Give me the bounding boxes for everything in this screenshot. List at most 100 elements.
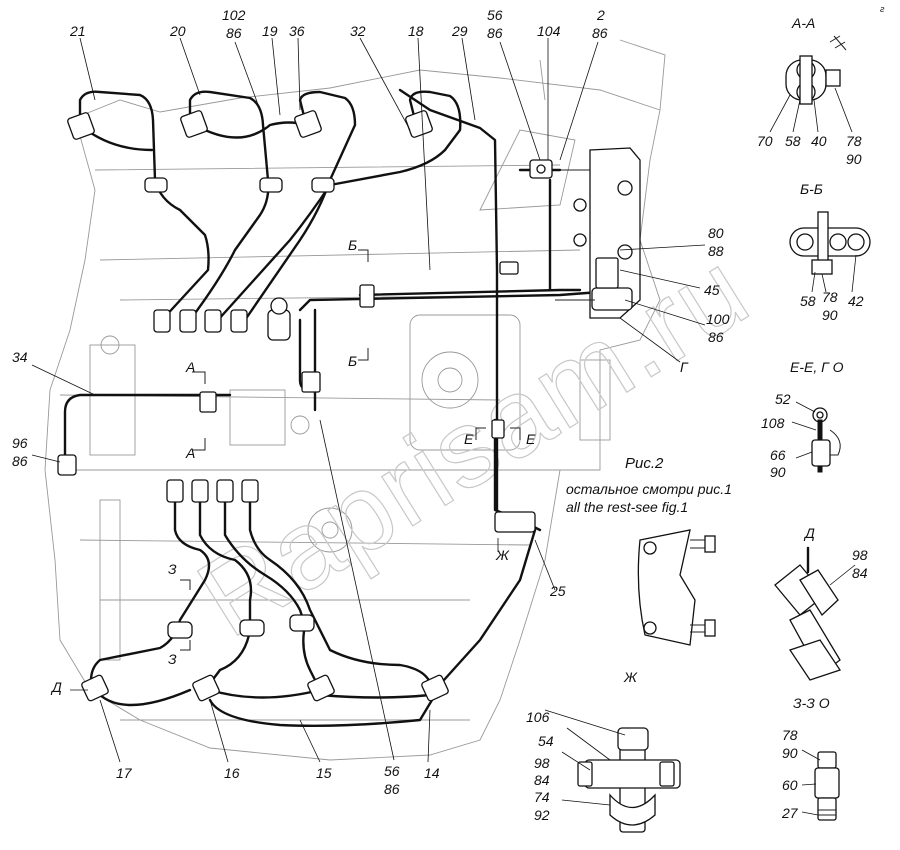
figure-note-ru: остальное смотри рис.1 bbox=[566, 481, 732, 497]
corner-mark: г bbox=[880, 4, 885, 14]
view-aa-label-58: 58 bbox=[785, 133, 801, 149]
label-29: 29 bbox=[451, 23, 468, 39]
label-86-a: 86 bbox=[226, 25, 242, 41]
view-aa-label-70: 70 bbox=[757, 133, 773, 149]
view-bb-label-78: 78 bbox=[822, 289, 838, 305]
left-labels: 34 96 86 Д bbox=[12, 349, 62, 695]
view-ee-label-108: 108 bbox=[761, 415, 785, 431]
section-b-top: Б bbox=[348, 237, 357, 253]
label-2: 2 bbox=[596, 7, 605, 23]
drain-fittings bbox=[57, 159, 553, 533]
label-34: 34 bbox=[12, 349, 28, 365]
view-bb-label-58: 58 bbox=[800, 293, 816, 309]
view-d: Д 98 84 bbox=[774, 525, 868, 681]
top-labels: 21 20 102 86 19 36 32 18 29 56 86 104 2 … bbox=[69, 7, 608, 41]
upper-injector-pipes bbox=[78, 90, 462, 322]
label-56: 56 bbox=[487, 7, 503, 23]
section-z-bottom: З bbox=[168, 651, 177, 667]
pump-outlet-nuts-lower bbox=[166, 479, 259, 503]
view-zh-label-74: 74 bbox=[534, 789, 550, 805]
view-aa-label-90: 90 bbox=[846, 151, 862, 167]
engine-block-outline bbox=[44, 39, 666, 761]
label-18: 18 bbox=[408, 23, 424, 39]
view-zz-label-27: 27 bbox=[781, 805, 799, 821]
label-14: 14 bbox=[424, 765, 440, 781]
lower-clamps bbox=[167, 614, 315, 639]
label-96: 96 bbox=[12, 435, 28, 451]
pump-outlet-nuts-upper bbox=[153, 297, 291, 341]
fuel-filter-bracket bbox=[555, 147, 641, 319]
section-e-left: Е bbox=[464, 431, 474, 447]
label-16: 16 bbox=[224, 765, 240, 781]
section-z-top: З bbox=[168, 561, 177, 577]
figure-caption: Рис.2 остальное смотри рис.1 all the res… bbox=[566, 455, 732, 515]
label-86-d: 86 bbox=[708, 329, 724, 345]
label-86-b: 86 bbox=[487, 25, 503, 41]
upper-clamps bbox=[144, 177, 335, 193]
view-aa: А-А 70 58 40 78 90 bbox=[757, 15, 862, 167]
view-aa-label-78: 78 bbox=[846, 133, 862, 149]
view-zz-label-90: 90 bbox=[782, 745, 798, 761]
label-86-f: 86 bbox=[384, 781, 400, 797]
label-g: Г bbox=[680, 359, 689, 375]
view-zh-label-106: 106 bbox=[526, 709, 550, 725]
label-104: 104 bbox=[537, 23, 561, 39]
label-25: 25 bbox=[549, 583, 566, 599]
view-ee: Е-Е, Г О 52 108 66 90 bbox=[761, 359, 844, 480]
section-a-bottom: А bbox=[185, 445, 195, 461]
view-zh-title: Ж bbox=[623, 669, 638, 685]
view-zh-label-98: 98 bbox=[534, 755, 550, 771]
section-markers bbox=[180, 249, 521, 651]
label-36: 36 bbox=[289, 23, 305, 39]
section-zh: Ж bbox=[495, 547, 510, 563]
view-ee-label-90: 90 bbox=[770, 464, 786, 480]
bottom-labels: 17 16 15 56 86 14 25 bbox=[116, 583, 566, 797]
section-a-top: А bbox=[185, 359, 195, 375]
lower-injectors bbox=[81, 674, 449, 702]
leader-lines bbox=[31, 37, 706, 763]
view-zh: Ж 106 54 98 84 74 92 bbox=[526, 669, 681, 833]
label-15: 15 bbox=[316, 765, 332, 781]
figure-note-en: all the rest-see fig.1 bbox=[566, 499, 688, 515]
section-e-right: Е bbox=[526, 431, 536, 447]
section-letters: Б Б А А Е Е З З Ж bbox=[168, 237, 536, 667]
view-d-label-84: 84 bbox=[852, 565, 868, 581]
view-bb-label-42: 42 bbox=[848, 293, 864, 309]
view-bb: Б-Б 58 78 90 42 bbox=[789, 181, 871, 323]
label-100: 100 bbox=[706, 311, 730, 327]
lower-injector-pipes bbox=[89, 493, 434, 728]
view-ee-label-52: 52 bbox=[775, 391, 791, 407]
label-21: 21 bbox=[69, 23, 86, 39]
view-zh-label-54: 54 bbox=[538, 733, 554, 749]
view-zh-label-84: 84 bbox=[534, 772, 550, 788]
figure-title: Рис.2 bbox=[625, 455, 664, 472]
label-88: 88 bbox=[708, 243, 724, 259]
view-aa-title: А-А bbox=[791, 15, 815, 31]
label-20: 20 bbox=[169, 23, 186, 39]
view-d-label-98: 98 bbox=[852, 547, 868, 563]
view-zz-label-60: 60 bbox=[782, 777, 798, 793]
label-86-e: 86 bbox=[12, 453, 28, 469]
label-56-b: 56 bbox=[384, 763, 400, 779]
view-d-title: Д bbox=[803, 525, 815, 541]
label-d: Д bbox=[50, 679, 62, 695]
view-bb-title: Б-Б bbox=[800, 181, 823, 197]
view-ee-label-66: 66 bbox=[770, 447, 786, 463]
label-102: 102 bbox=[222, 7, 246, 23]
view-bb-label-90: 90 bbox=[822, 307, 838, 323]
label-17: 17 bbox=[116, 765, 133, 781]
section-b-bottom: Б bbox=[348, 353, 357, 369]
view-zh-plate bbox=[637, 529, 716, 646]
label-32: 32 bbox=[350, 23, 366, 39]
view-aa-label-40: 40 bbox=[811, 133, 827, 149]
label-86-c: 86 bbox=[592, 25, 608, 41]
label-45: 45 bbox=[704, 282, 720, 298]
right-labels: 80 88 45 100 86 Г bbox=[680, 225, 730, 375]
label-80: 80 bbox=[708, 225, 724, 241]
label-19: 19 bbox=[262, 23, 278, 39]
view-zh-label-92: 92 bbox=[534, 807, 550, 823]
view-zz: З-З О 78 90 60 27 bbox=[781, 695, 840, 821]
view-zz-label-78: 78 bbox=[782, 727, 798, 743]
